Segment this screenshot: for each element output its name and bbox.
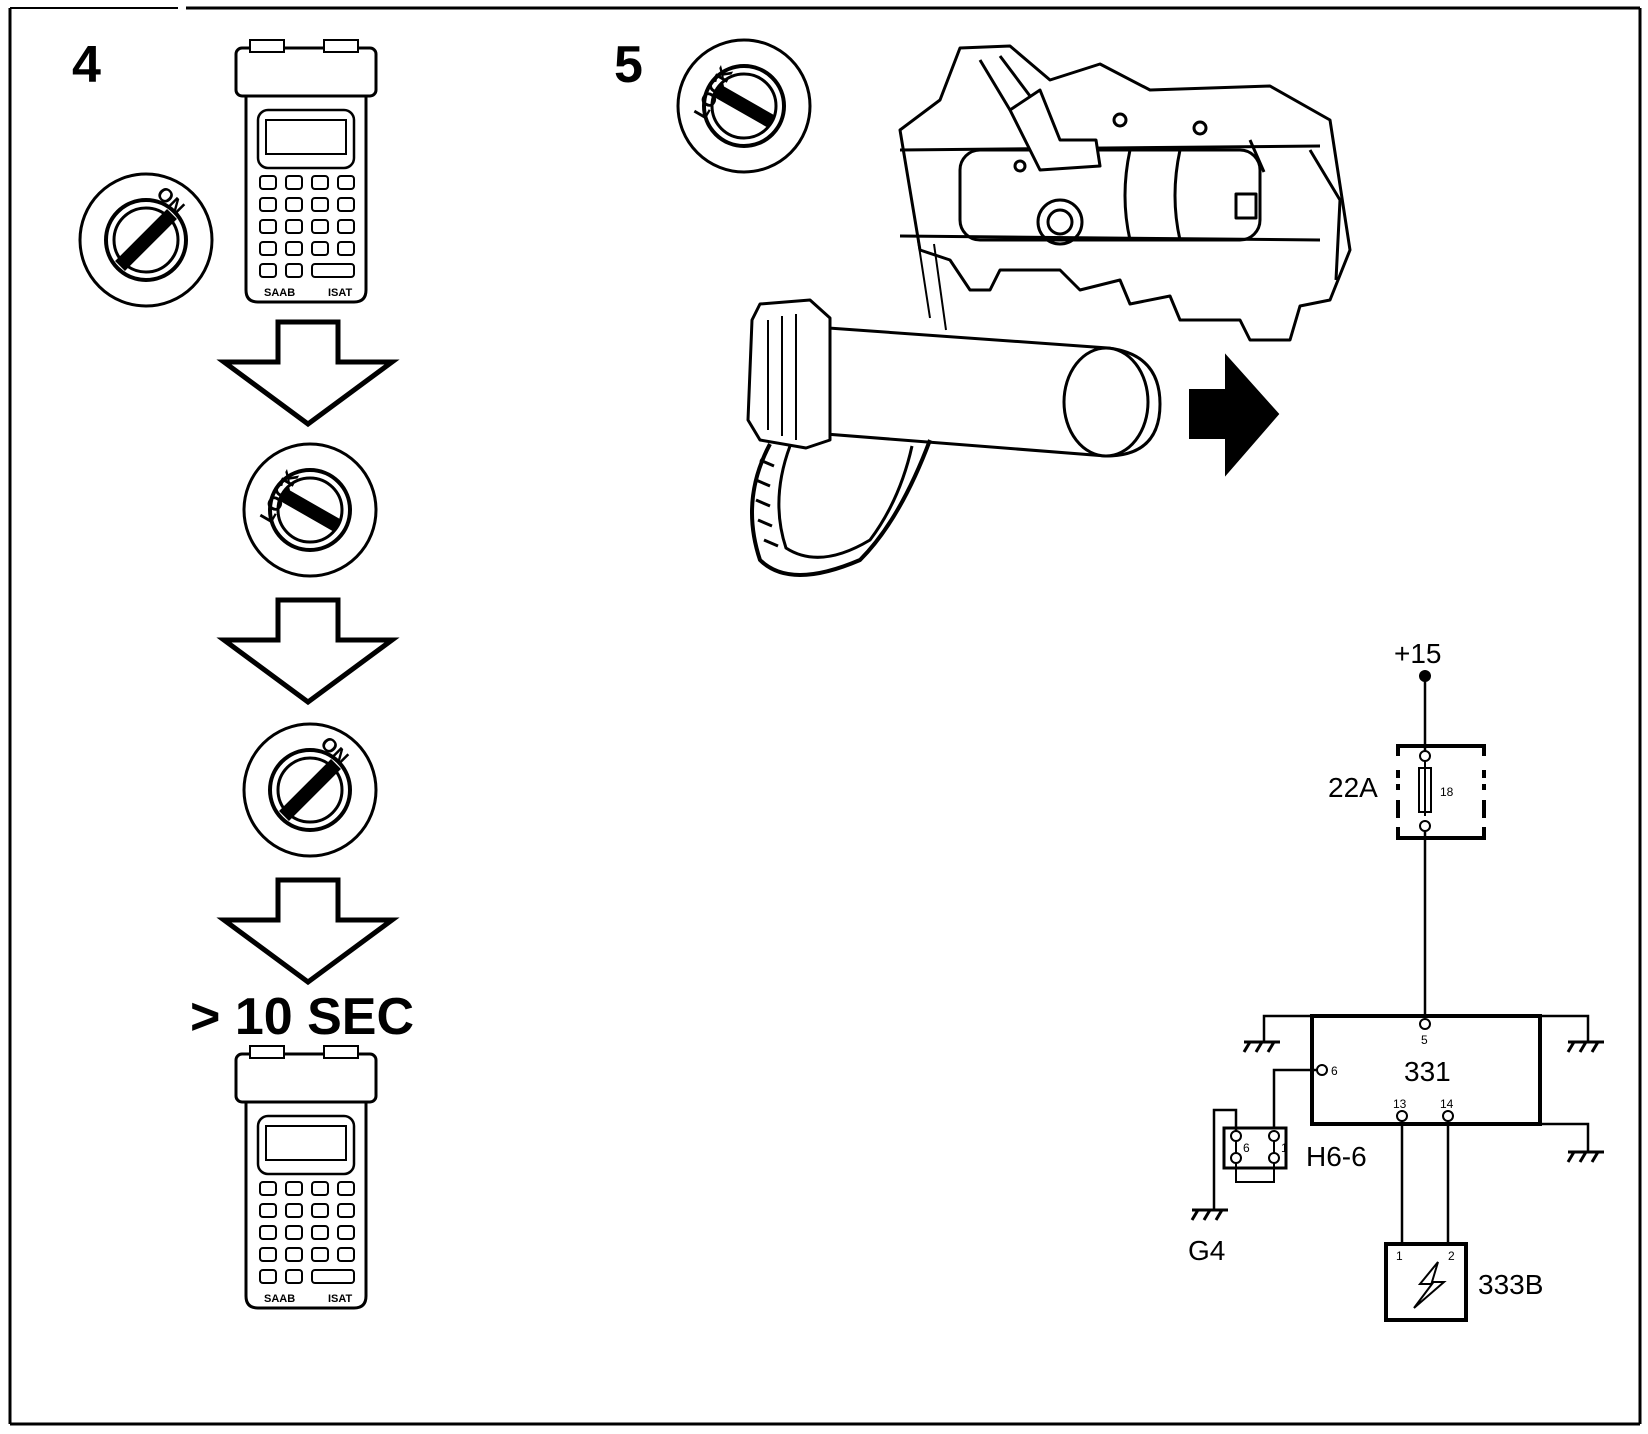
airbag-module-housing-icon	[898, 44, 1352, 342]
fuse-box-22a	[1396, 744, 1486, 840]
module-pin	[1316, 1064, 1328, 1076]
connector-pin	[1268, 1130, 1280, 1142]
diagnostic-tester-icon: SAAB ISAT	[234, 1044, 378, 1310]
ground-icon	[1242, 1040, 1282, 1054]
connector-label: H6-6	[1306, 1141, 1367, 1172]
supply-label: +15	[1394, 638, 1442, 669]
diagnostic-tester-icon: SAAB ISAT	[234, 38, 378, 304]
step-number-5: 5	[614, 36, 643, 94]
module-pin-label: 6	[1331, 1064, 1338, 1078]
connector-pin-label: 6	[1243, 1141, 1250, 1155]
module-label: 331	[1404, 1056, 1451, 1087]
down-arrow-icon	[224, 322, 392, 424]
tester-brand-right: ISAT	[328, 287, 353, 299]
connector-pin	[1268, 1152, 1280, 1164]
module-pin-label: 14	[1440, 1097, 1454, 1111]
ground-icon	[1566, 1150, 1606, 1164]
removal-arrow-icon	[1189, 353, 1280, 477]
tester-brand-left: SAAB	[264, 1293, 295, 1305]
module-pin	[1419, 1018, 1431, 1030]
airbag-inflator-icon	[746, 298, 1162, 577]
fuse-number: 18	[1440, 785, 1454, 799]
module-pin-label: 13	[1393, 1097, 1407, 1111]
squib-pin-label: 2	[1448, 1249, 1455, 1263]
module-pin	[1442, 1110, 1454, 1122]
ignition-key-lock-icon: LOCK	[676, 38, 812, 174]
connector-pin	[1230, 1130, 1242, 1142]
module-pin	[1396, 1110, 1408, 1122]
ignition-bolt-icon	[1413, 1261, 1447, 1309]
airbag-circuit-schematic: +15 22A 18 331 5 6 13 14	[1188, 638, 1606, 1322]
ground-icon	[1566, 1040, 1606, 1054]
tester-brand-left: SAAB	[264, 287, 295, 299]
tester-brand-right: ISAT	[328, 1293, 353, 1305]
fuse-box-label: 22A	[1328, 772, 1378, 803]
fuse-terminal	[1419, 750, 1431, 762]
ground-label: G4	[1188, 1235, 1225, 1266]
fuse-terminal	[1419, 820, 1431, 832]
ignition-key-on-icon: ON	[78, 172, 214, 308]
ignition-key-on-icon: ON	[242, 722, 378, 858]
connector-pin-label: 1	[1281, 1141, 1288, 1155]
timer-label: > 10 SEC	[190, 988, 414, 1046]
module-pin-label: 5	[1421, 1033, 1428, 1047]
control-module-331	[1310, 1014, 1542, 1126]
step-number-4: 4	[72, 36, 101, 94]
squib-pin-label: 1	[1396, 1249, 1403, 1263]
down-arrow-icon	[224, 880, 392, 982]
ignition-key-lock-icon: LOCK	[242, 442, 378, 578]
ground-icon	[1190, 1208, 1230, 1222]
connector-pin	[1230, 1152, 1242, 1164]
squib-label: 333B	[1478, 1269, 1543, 1300]
page-frame	[8, 6, 1642, 1426]
down-arrow-icon	[224, 600, 392, 702]
